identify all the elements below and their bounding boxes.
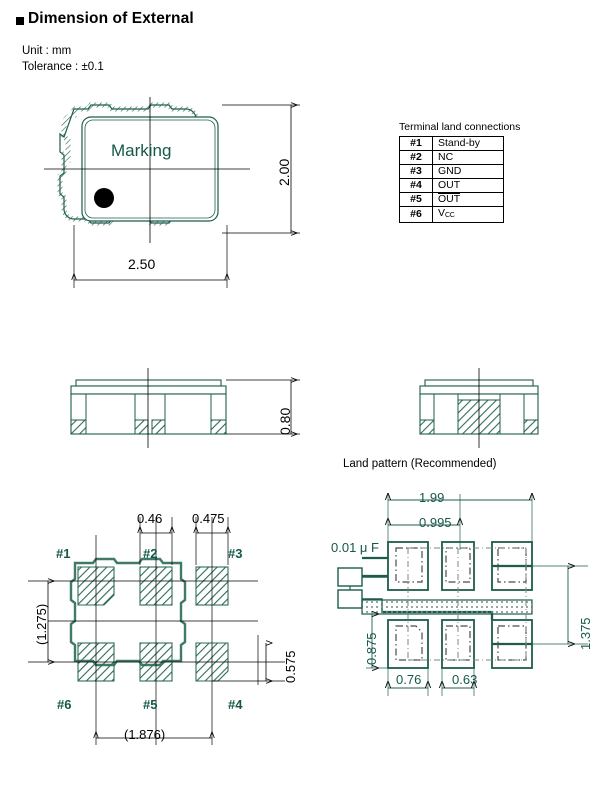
pin-label-3: #3 [228,546,243,561]
tolerance-note: Tolerance : ±0.1 [22,61,104,73]
dimension-label-land-total-height: 1.375 [578,617,593,650]
dimension-label-land-half-width: 0.995 [419,515,452,530]
bottom-view-drawing [28,517,285,745]
pin-label-6: #6 [57,697,72,712]
dimension-thickness-0.80 [226,380,300,434]
square-bullet-icon [16,16,24,25]
land-pattern-title: Land pattern (Recommended) [343,458,497,470]
table-cell-function: NC [432,150,504,165]
table-cell-pin: #2 [399,150,433,165]
table-cell-function: GND [432,164,504,179]
land-pattern-drawing [337,480,588,696]
table-cell-pin: #3 [399,164,433,179]
dimension-height-2.00 [222,105,300,233]
front-side-view-drawing [70,368,300,448]
table-cell-pin: #6 [399,206,433,223]
top-view-drawing [44,97,300,288]
terminal-land-connections: Terminal land connections #1 Stand-by #2… [399,121,520,223]
table-row: #5 OUT [399,192,504,207]
table-row: #3 GND [399,164,504,179]
unit-note: Unit : mm [22,45,72,57]
table-row: #4 OUT [399,178,504,193]
table-cell-function: OUT [432,178,504,193]
capacitor-label: 0.01 μ F [331,540,379,555]
dimension-label-pad3-width: 0.475 [192,511,225,526]
dimension-label-pad-height: 0.575 [283,650,298,683]
table-row: #6 VCC [399,206,504,223]
pin-label-4: #4 [228,697,243,712]
pin1-indicator-dot [94,188,114,208]
table-cell-pin: #1 [399,136,433,151]
table-row: #1 Stand-by [399,136,504,151]
dimension-label-land-total-width: 1.99 [419,490,445,505]
dimension-label-pad2-width: 0.46 [137,511,163,526]
table-cell-pin: #5 [399,192,433,207]
table-cell-function: Stand-by [432,136,504,151]
package-outline [57,102,219,226]
table-cell-pin: #4 [399,178,433,193]
dimension-label-land-inner-height: 0.875 [364,632,379,665]
pin-label-5: #5 [143,697,158,712]
page-title-text: Dimension of External [28,10,194,27]
table-cell-function-inverted: OUT [432,192,504,207]
dimension-label-col-span: (1.876) [124,727,166,742]
table-row: #2 NC [399,150,504,165]
page-title: Dimension of External [16,10,194,28]
pin-label-2: #2 [143,546,158,561]
land-dimension-lines [366,494,588,696]
vcc-subscript: CC [445,212,455,219]
terminal-table: #1 Stand-by #2 NC #3 GND #4 OUT #5 [399,136,504,223]
dimension-label-row-pitch: (1.275) [34,603,49,645]
overline-text: OUT [438,193,461,205]
dimension-label-width: 2.50 [128,256,156,272]
table-cell-function-vcc: VCC [432,206,504,223]
pin-label-1: #1 [56,546,71,561]
terminal-table-title: Terminal land connections [399,121,521,133]
dimension-label-thickness: 0.80 [277,407,293,435]
right-side-view-drawing [419,368,539,448]
pad-group-top [77,566,229,606]
dimension-label-land-width: 0.76 [396,672,422,687]
dimension-label-height: 2.00 [276,158,292,186]
dimension-label-gap-width: 0.63 [452,672,478,687]
marking-label: Marking [111,141,172,160]
dimension-width-2.50 [74,225,227,288]
ground-strip [361,599,533,615]
